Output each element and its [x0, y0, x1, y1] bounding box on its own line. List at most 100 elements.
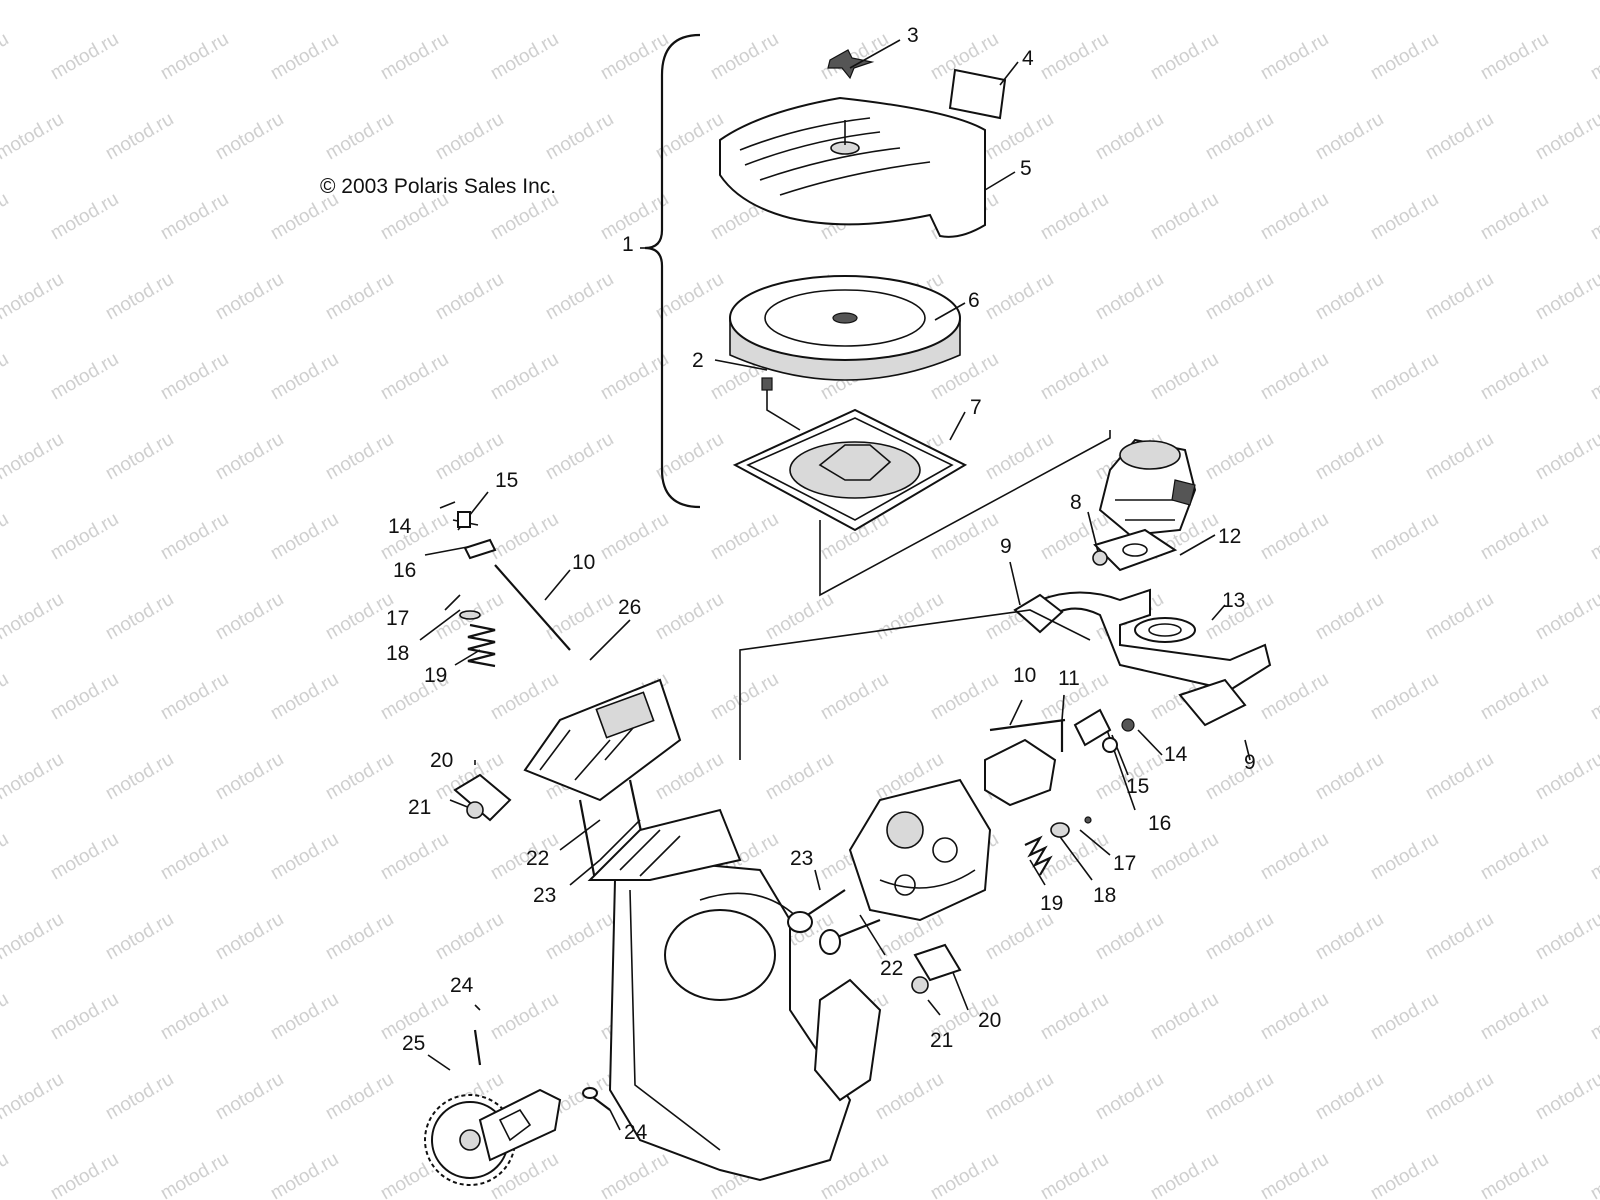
- watermark-text: motod.ru: [542, 589, 617, 645]
- watermark-text: motod.ru: [1422, 1069, 1497, 1125]
- watermark-text: motod.ru: [927, 669, 1002, 725]
- watermark-text: motod.ru: [487, 349, 562, 405]
- watermark-text: motod.ru: [432, 0, 507, 4]
- callout-23: 23: [533, 884, 557, 907]
- carburetor-part: [1098, 438, 1197, 537]
- watermark-text: motod.ru: [47, 669, 122, 725]
- watermark-text: motod.ru: [102, 429, 177, 485]
- watermark-text: motod.ru: [1202, 749, 1277, 805]
- watermark-text: motod.ru: [597, 509, 672, 565]
- callout-22: 22: [526, 847, 550, 870]
- watermark-text: motod.ru: [102, 269, 177, 325]
- watermark-text: motod.ru: [487, 669, 562, 725]
- watermark-text: motod.ru: [1092, 1069, 1167, 1125]
- decal-part: [948, 68, 1007, 120]
- camshaft-pin-part: [473, 1029, 482, 1066]
- rocker-pivot-part: [457, 511, 471, 528]
- watermark-text: motod.ru: [487, 829, 562, 885]
- watermark-text: motod.ru: [377, 829, 452, 885]
- watermark-text: motod.ru: [487, 509, 562, 565]
- watermark-text: motod.ru: [1202, 909, 1277, 965]
- watermark-text: motod.ru: [1202, 1069, 1277, 1125]
- watermark-text: motod.ru: [487, 29, 562, 85]
- watermark-text: motod.ru: [0, 109, 67, 165]
- watermark-text: motod.ru: [157, 189, 232, 245]
- watermark-text: motod.ru: [322, 909, 397, 965]
- callout-26: 26: [618, 596, 642, 619]
- watermark-text: motod.ru: [1202, 0, 1277, 4]
- watermark-text: motod.ru: [267, 1149, 342, 1200]
- watermark-text: motod.ru: [47, 29, 122, 85]
- watermark-text: motod.ru: [1147, 189, 1222, 245]
- cylinder-block-part: [813, 978, 882, 1102]
- watermark-text: motod.ru: [1147, 349, 1222, 405]
- watermark-text: motod.ru: [1257, 349, 1332, 405]
- callout-14: 14: [388, 515, 412, 538]
- watermark-text: motod.ru: [1147, 829, 1222, 885]
- callout-21: 21: [408, 796, 432, 819]
- callout-3: 3: [907, 24, 919, 47]
- watermark-text: motod.ru: [102, 909, 177, 965]
- watermark-text: motod.ru: [47, 989, 122, 1045]
- pin-head: [582, 1087, 598, 1099]
- watermark-text: motod.ru: [1422, 909, 1497, 965]
- watermark-text: motod.ru: [1037, 989, 1112, 1045]
- watermark-text: motod.ru: [1202, 429, 1277, 485]
- watermark-text: motod.ru: [1422, 749, 1497, 805]
- callout-20: 20: [978, 1009, 1002, 1032]
- watermark-text: motod.ru: [0, 189, 12, 245]
- watermark-text: motod.ru: [597, 1149, 672, 1200]
- watermark-text: motod.ru: [652, 589, 727, 645]
- watermark-text: motod.ru: [1477, 669, 1552, 725]
- pushrod-part: [989, 718, 1066, 732]
- watermark-text: motod.ru: [1532, 749, 1600, 805]
- watermark-text: motod.ru: [762, 589, 837, 645]
- watermark-text: motod.ru: [157, 349, 232, 405]
- watermark-text: motod.ru: [212, 269, 287, 325]
- watermark-text: motod.ru: [322, 429, 397, 485]
- watermark-text: motod.ru: [1422, 109, 1497, 165]
- callout-24: 24: [450, 974, 474, 997]
- cylinder-head-left-part: [523, 678, 682, 802]
- watermark-text: motod.ru: [1532, 269, 1600, 325]
- valve-spring-part: [1024, 835, 1053, 876]
- watermark-text: motod.ru: [707, 669, 782, 725]
- watermark-text: motod.ru: [212, 109, 287, 165]
- watermark-text: motod.ru: [652, 269, 727, 325]
- watermark-text: motod.ru: [1037, 189, 1112, 245]
- watermark-text: motod.ru: [322, 1069, 397, 1125]
- rocker-cover-right-part: [984, 738, 1057, 807]
- watermark-text: motod.ru: [157, 29, 232, 85]
- watermark-text: motod.ru: [212, 429, 287, 485]
- watermark-text: motod.ru: [872, 0, 947, 4]
- watermark-text: motod.ru: [1587, 1149, 1600, 1200]
- rocker-arm-part: [1073, 708, 1112, 747]
- watermark-text: motod.ru: [1312, 589, 1387, 645]
- watermark-text: motod.ru: [1147, 989, 1222, 1045]
- watermark-text: motod.ru: [432, 269, 507, 325]
- watermark-text: motod.ru: [432, 909, 507, 965]
- watermark-text: motod.ru: [817, 669, 892, 725]
- callout-24: 24: [624, 1121, 648, 1144]
- watermark-text: motod.ru: [1587, 669, 1600, 725]
- watermark-text: motod.ru: [47, 189, 122, 245]
- watermark-text: motod.ru: [872, 1069, 947, 1125]
- intake-manifold-part: [1038, 588, 1272, 692]
- watermark-text: motod.ru: [1532, 589, 1600, 645]
- copyright-notice: © 2003 Polaris Sales Inc.: [320, 175, 557, 198]
- callout-7: 7: [970, 396, 982, 419]
- screw-part: [761, 377, 801, 431]
- watermark-text: motod.ru: [1312, 269, 1387, 325]
- watermark-text: motod.ru: [1257, 1149, 1332, 1200]
- watermark-text: motod.ru: [1257, 829, 1332, 885]
- watermark-text: motod.ru: [542, 909, 617, 965]
- callout-12: 12: [1218, 525, 1242, 548]
- callout-2: 2: [692, 349, 704, 372]
- watermark-text: motod.ru: [1477, 989, 1552, 1045]
- nut-part: [1092, 550, 1108, 566]
- watermark-text: motod.ru: [1477, 1149, 1552, 1200]
- watermark-text: motod.ru: [1147, 1149, 1222, 1200]
- callout-14: 14: [1164, 743, 1188, 766]
- watermark-text: motod.ru: [1367, 829, 1442, 885]
- watermark-text: motod.ru: [1367, 989, 1442, 1045]
